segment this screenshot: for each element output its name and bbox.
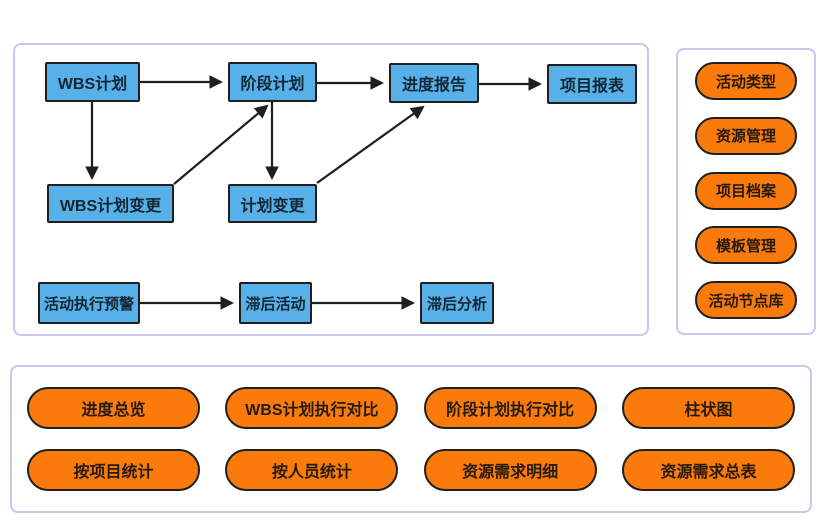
flow-node-lagging-activity[interactable]: 滞后活动 — [239, 282, 312, 324]
side-button-template-mgmt[interactable]: 模板管理 — [695, 226, 797, 265]
bottom-button-phase-plan-exec-compare[interactable]: 阶段计划执行对比 — [423, 387, 597, 429]
flow-node-wbs-plan[interactable]: WBS计划 — [45, 62, 140, 102]
flow-node-progress-report[interactable]: 进度报告 — [389, 63, 479, 103]
flow-panel: WBS计划 阶段计划 进度报告 项目报表 WBS计划变更 计划变更 活动执行预警… — [13, 43, 649, 336]
bottom-button-wbs-plan-exec-compare[interactable]: WBS计划执行对比 — [225, 387, 399, 429]
bottom-panel: 进度总览 WBS计划执行对比 阶段计划执行对比 柱状图 按项目统计 按人员统计 … — [10, 365, 812, 513]
bottom-button-progress-overview[interactable]: 进度总览 — [27, 387, 200, 429]
side-button-resource-mgmt[interactable]: 资源管理 — [695, 116, 797, 155]
flow-node-activity-warning[interactable]: 活动执行预警 — [38, 282, 140, 324]
side-panel: 活动类型 资源管理 项目档案 模板管理 活动节点库 — [676, 48, 816, 335]
flow-node-project-report[interactable]: 项目报表 — [547, 64, 637, 104]
bottom-button-stats-by-person[interactable]: 按人员统计 — [225, 449, 399, 491]
bottom-button-resource-demand-summary[interactable]: 资源需求总表 — [621, 449, 795, 491]
bottom-button-stats-by-project[interactable]: 按项目统计 — [27, 449, 200, 491]
flow-node-plan-change[interactable]: 计划变更 — [228, 184, 317, 223]
flow-node-phase-plan[interactable]: 阶段计划 — [228, 62, 317, 102]
side-button-activity-type[interactable]: 活动类型 — [695, 62, 797, 100]
side-button-activity-node-lib[interactable]: 活动节点库 — [695, 281, 797, 319]
flow-node-lag-analysis[interactable]: 滞后分析 — [420, 282, 494, 324]
flow-node-wbs-plan-change[interactable]: WBS计划变更 — [47, 184, 174, 223]
bottom-button-resource-demand-detail[interactable]: 资源需求明细 — [423, 449, 597, 491]
arrow-plan-change-to-progress-report — [316, 105, 425, 184]
arrow-wbs-plan-change-to-phase-plan — [173, 104, 269, 185]
side-button-project-archive[interactable]: 项目档案 — [695, 171, 797, 210]
bottom-button-bar-chart[interactable]: 柱状图 — [621, 387, 795, 429]
